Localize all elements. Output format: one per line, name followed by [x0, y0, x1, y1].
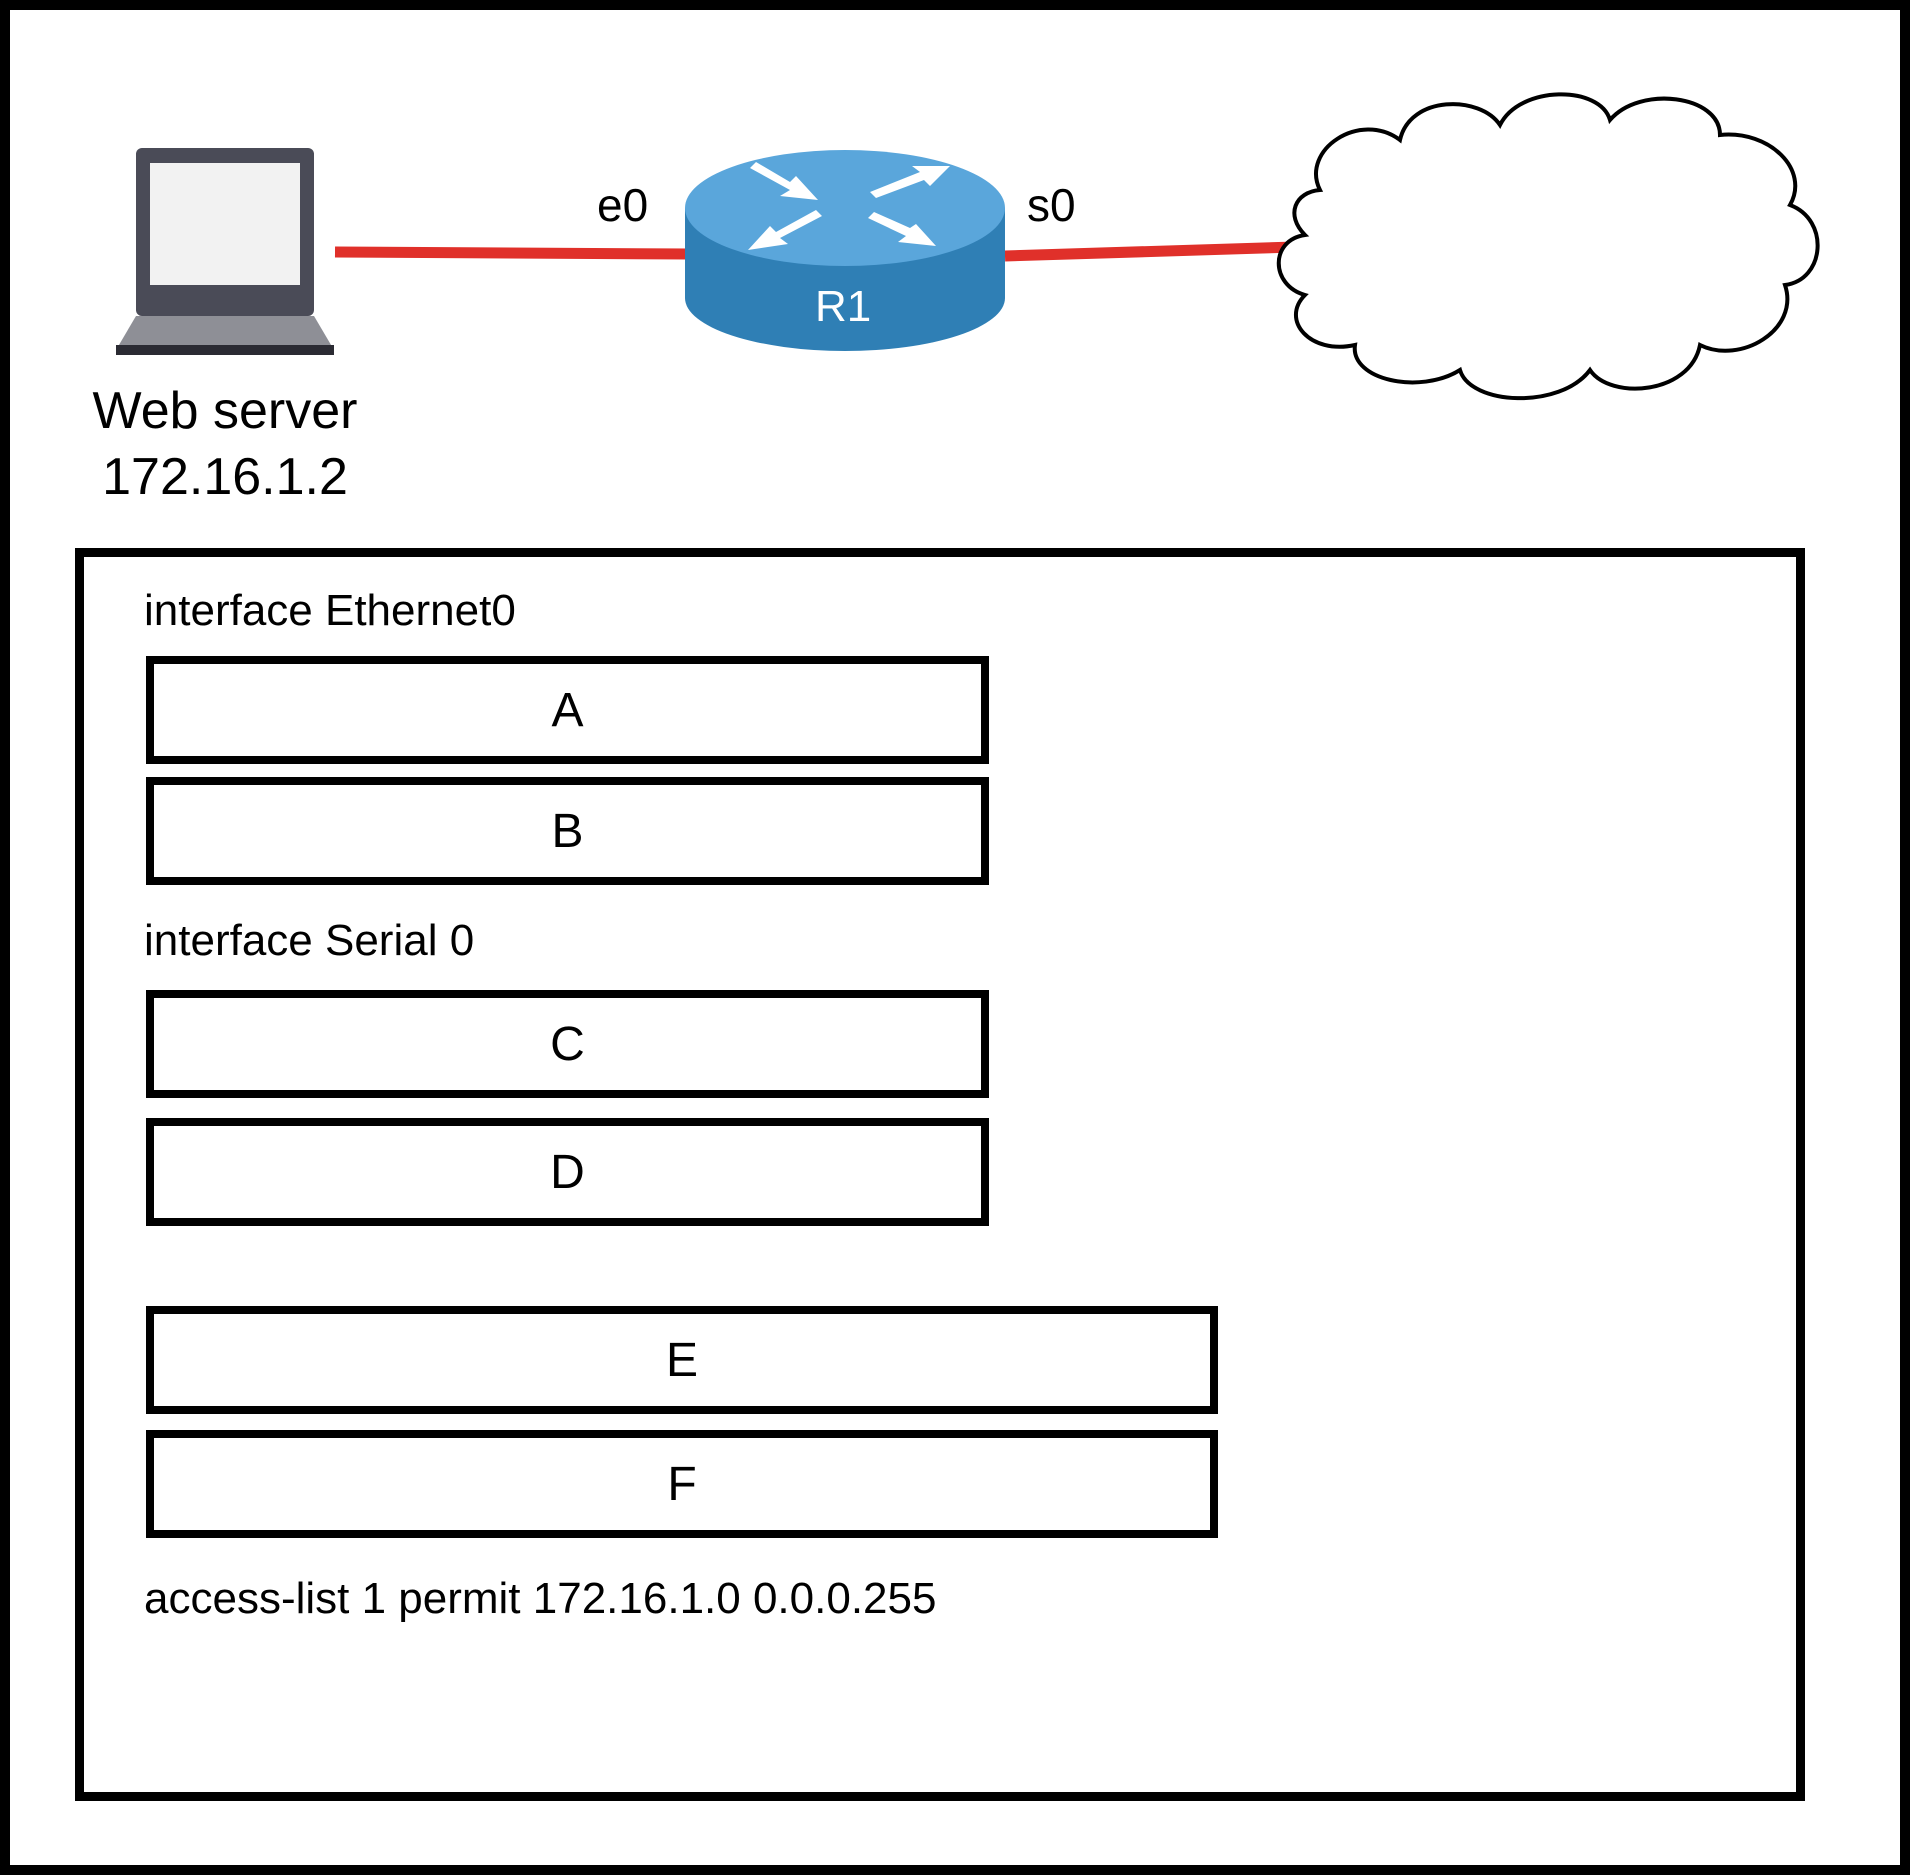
ethernet-link	[334, 246, 691, 260]
slot-b[interactable]: B	[146, 777, 989, 885]
slot-c[interactable]: C	[146, 990, 989, 1098]
cloud-icon	[1276, 92, 1820, 401]
laptop-icon	[116, 148, 334, 355]
slot-e[interactable]: E	[146, 1306, 1218, 1414]
router-icon	[685, 150, 1005, 351]
config-panel: interface Ethernet0 A B interface Serial…	[75, 548, 1805, 1801]
serial-link	[1004, 241, 1296, 262]
serial-interface-header: interface Serial 0	[144, 916, 475, 965]
ethernet-interface-header: interface Ethernet0	[144, 586, 516, 635]
interface-label-s0: s0	[1027, 179, 1076, 231]
access-list-line: access-list 1 permit 172.16.1.0 0.0.0.25…	[144, 1574, 937, 1623]
slot-a[interactable]: A	[146, 656, 989, 764]
server-ip: 172.16.1.2	[102, 448, 348, 506]
slot-f[interactable]: F	[146, 1430, 1218, 1538]
interface-label-e0: e0	[597, 179, 649, 231]
slot-d[interactable]: D	[146, 1118, 989, 1226]
server-name: Web server	[92, 382, 358, 440]
router-label: R1	[815, 282, 872, 331]
network-topology	[116, 92, 1820, 401]
server-label: Web server 172.16.1.2	[80, 385, 370, 517]
